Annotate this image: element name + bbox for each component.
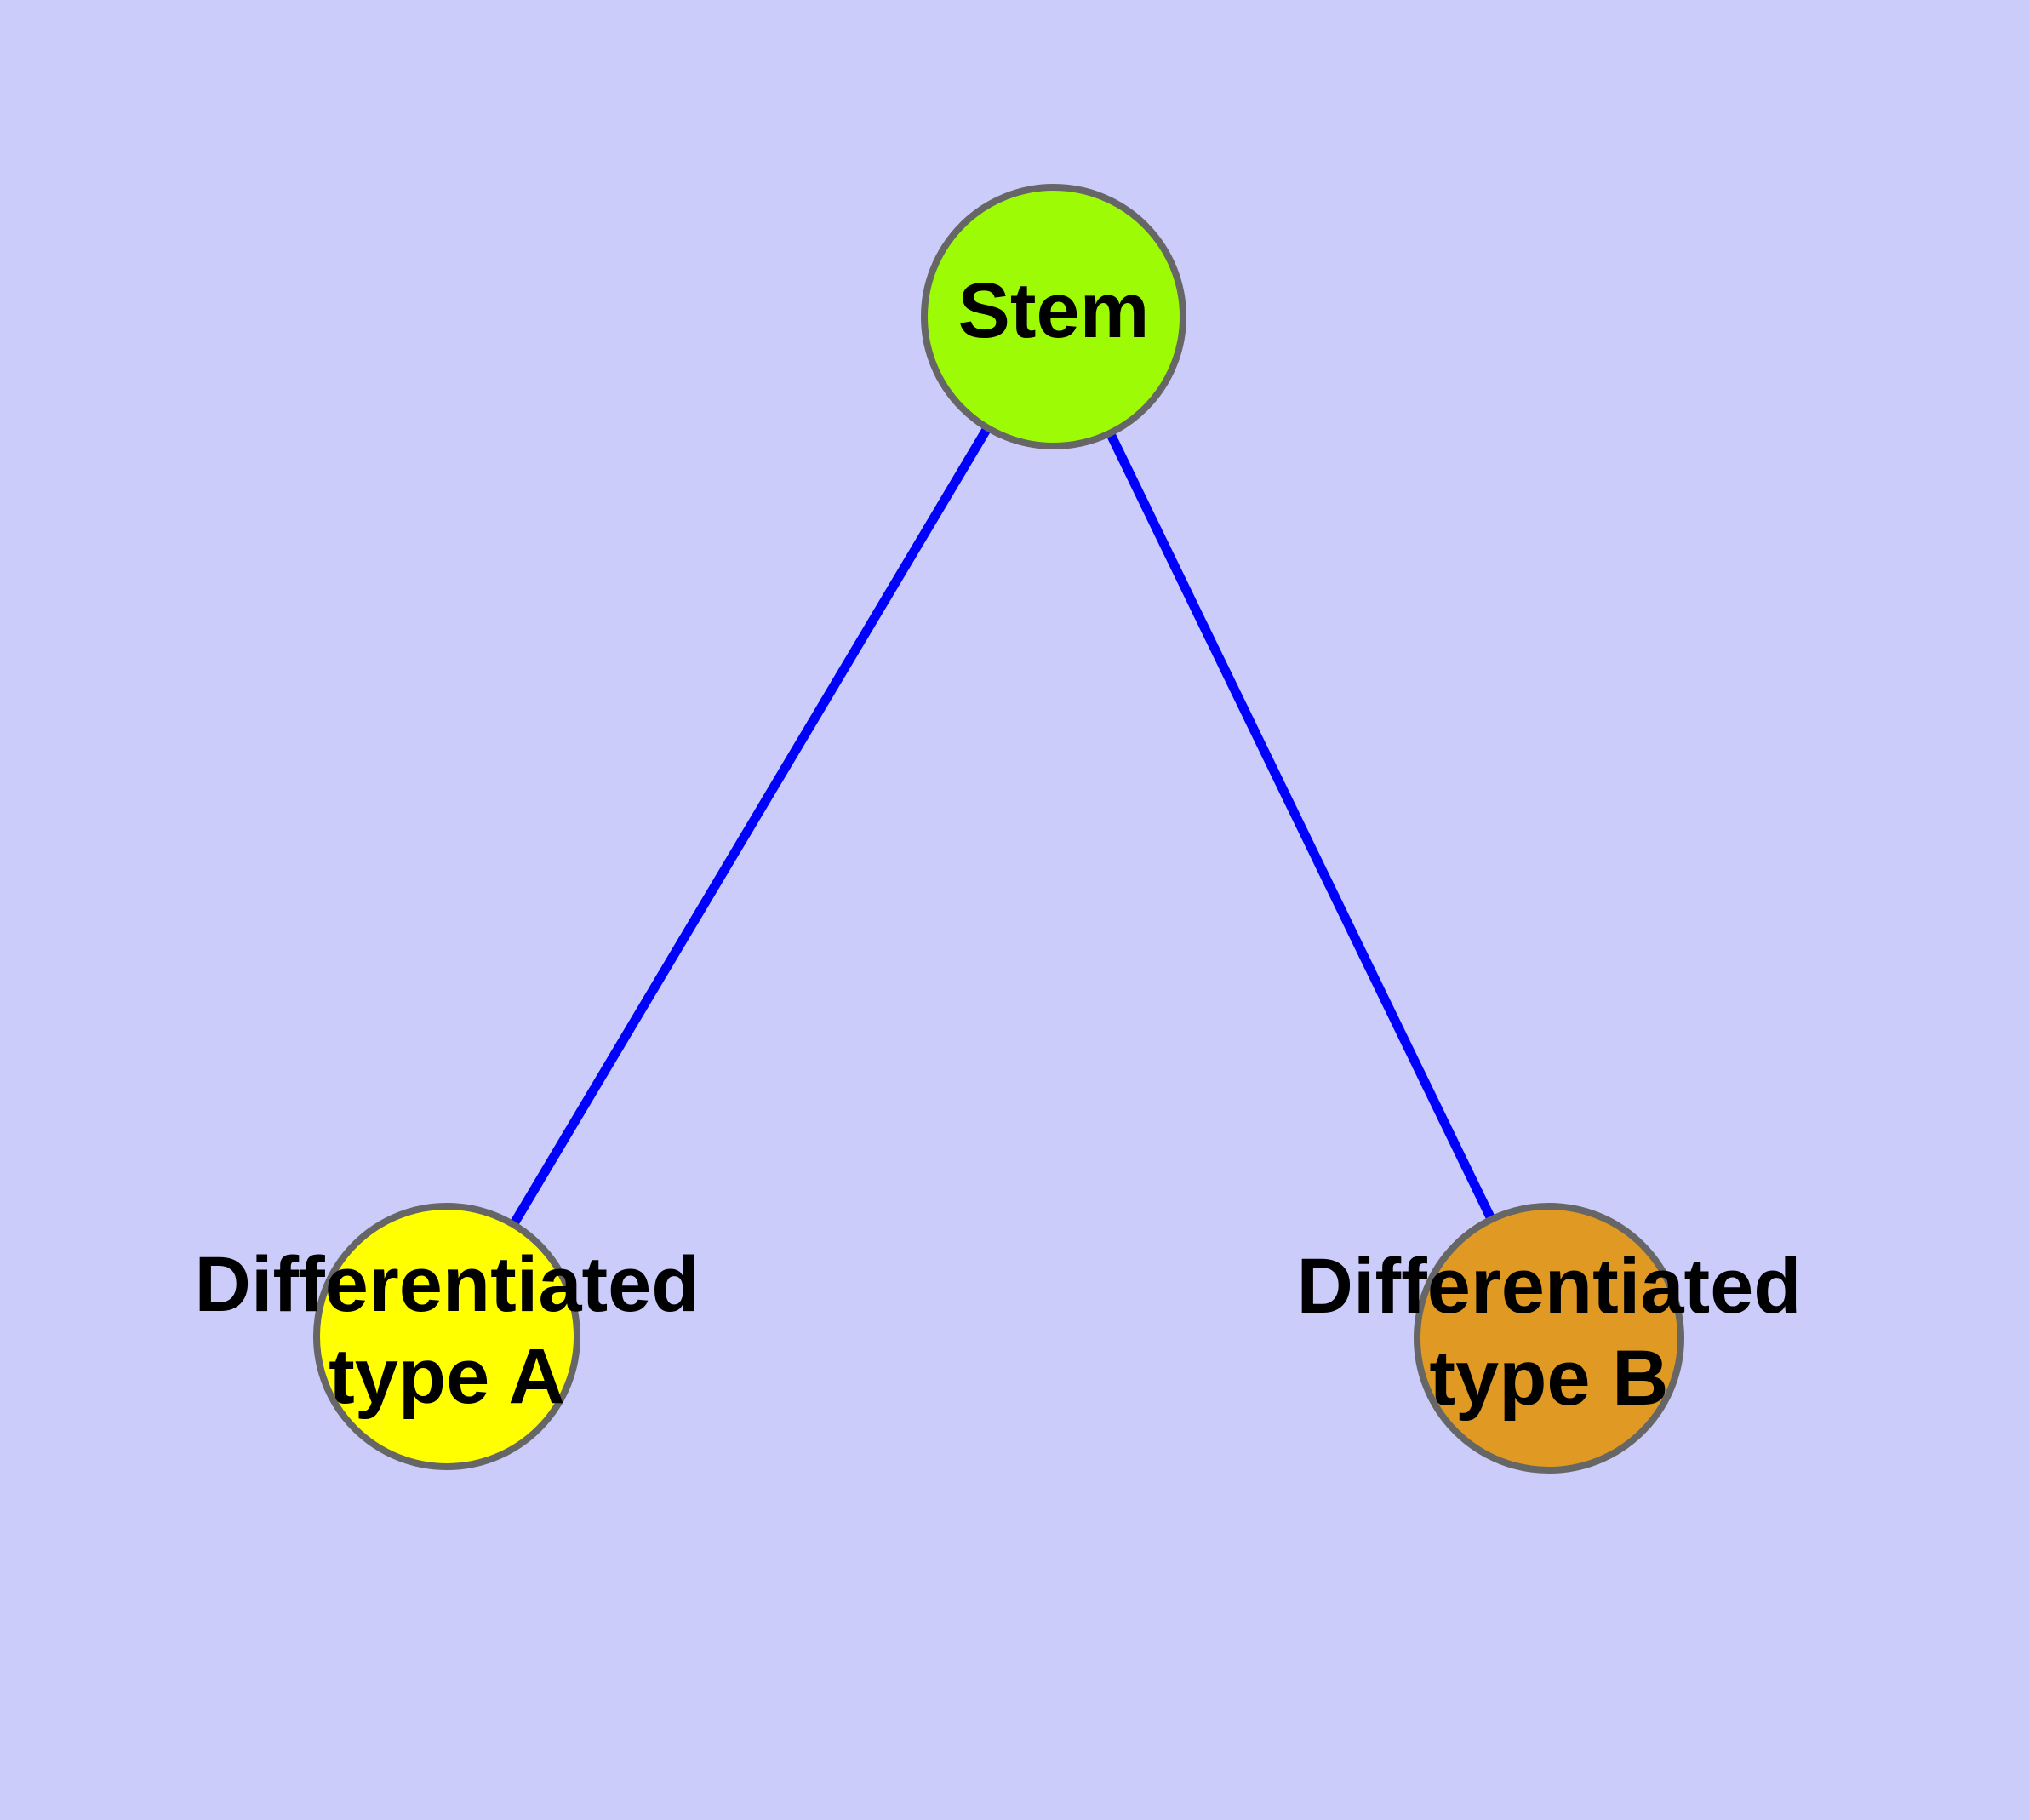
node-label-line: Differentiated (1297, 1243, 1802, 1330)
node-label-line: Stem (958, 267, 1150, 354)
node-label-line: type A (329, 1333, 565, 1420)
node-label-line: Differentiated (195, 1241, 700, 1328)
node-label-stem: Stem (958, 267, 1150, 354)
edge-layer (443, 314, 1553, 1341)
graph-edge[interactable] (1049, 314, 1553, 1341)
graph-node-diff_b[interactable] (1414, 1203, 1684, 1474)
graph-node-diff_a[interactable] (313, 1203, 580, 1470)
node-layer (313, 184, 1684, 1474)
node-label-line: type B (1429, 1335, 1668, 1422)
graph-node-stem[interactable] (921, 184, 1186, 449)
graph-edge[interactable] (443, 314, 1058, 1339)
